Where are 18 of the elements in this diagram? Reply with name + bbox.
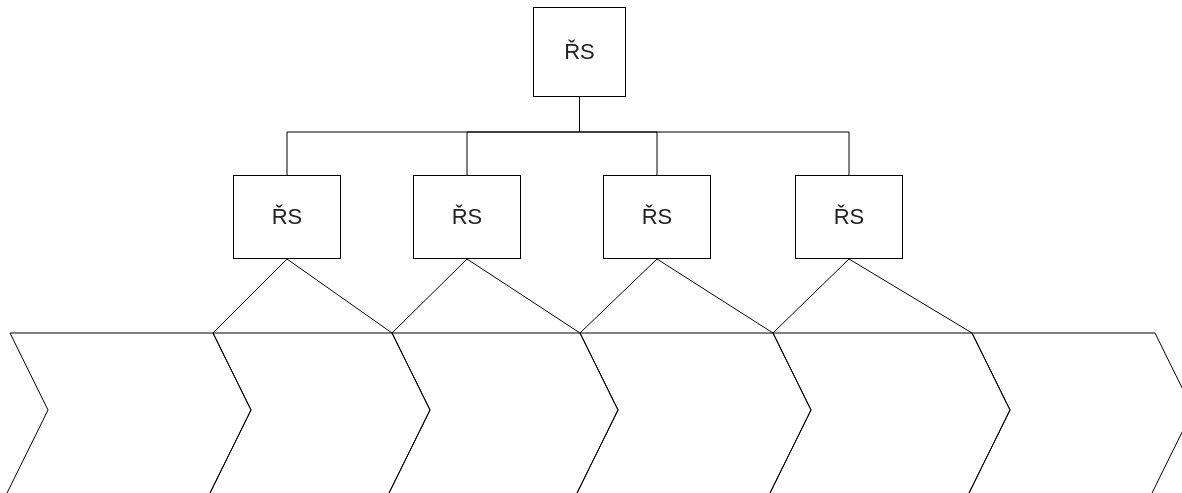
connector-line xyxy=(772,258,850,334)
process-box xyxy=(413,175,521,259)
process-box xyxy=(233,175,341,259)
connector-line xyxy=(579,258,658,334)
process-box xyxy=(533,7,626,97)
box-label: ŘS xyxy=(451,204,483,230)
connector-line xyxy=(212,258,288,334)
process-box xyxy=(795,175,903,259)
connector-line xyxy=(848,258,973,334)
box-label: ŘS xyxy=(564,39,595,65)
connector-line xyxy=(391,258,468,334)
connector-line xyxy=(466,258,581,334)
box-label: ŘS xyxy=(271,204,303,230)
box-label: ŘS xyxy=(641,204,673,230)
connector-line xyxy=(656,258,774,334)
connector-line xyxy=(286,258,393,334)
process-box xyxy=(603,175,711,259)
box-label: ŘS xyxy=(833,204,865,230)
